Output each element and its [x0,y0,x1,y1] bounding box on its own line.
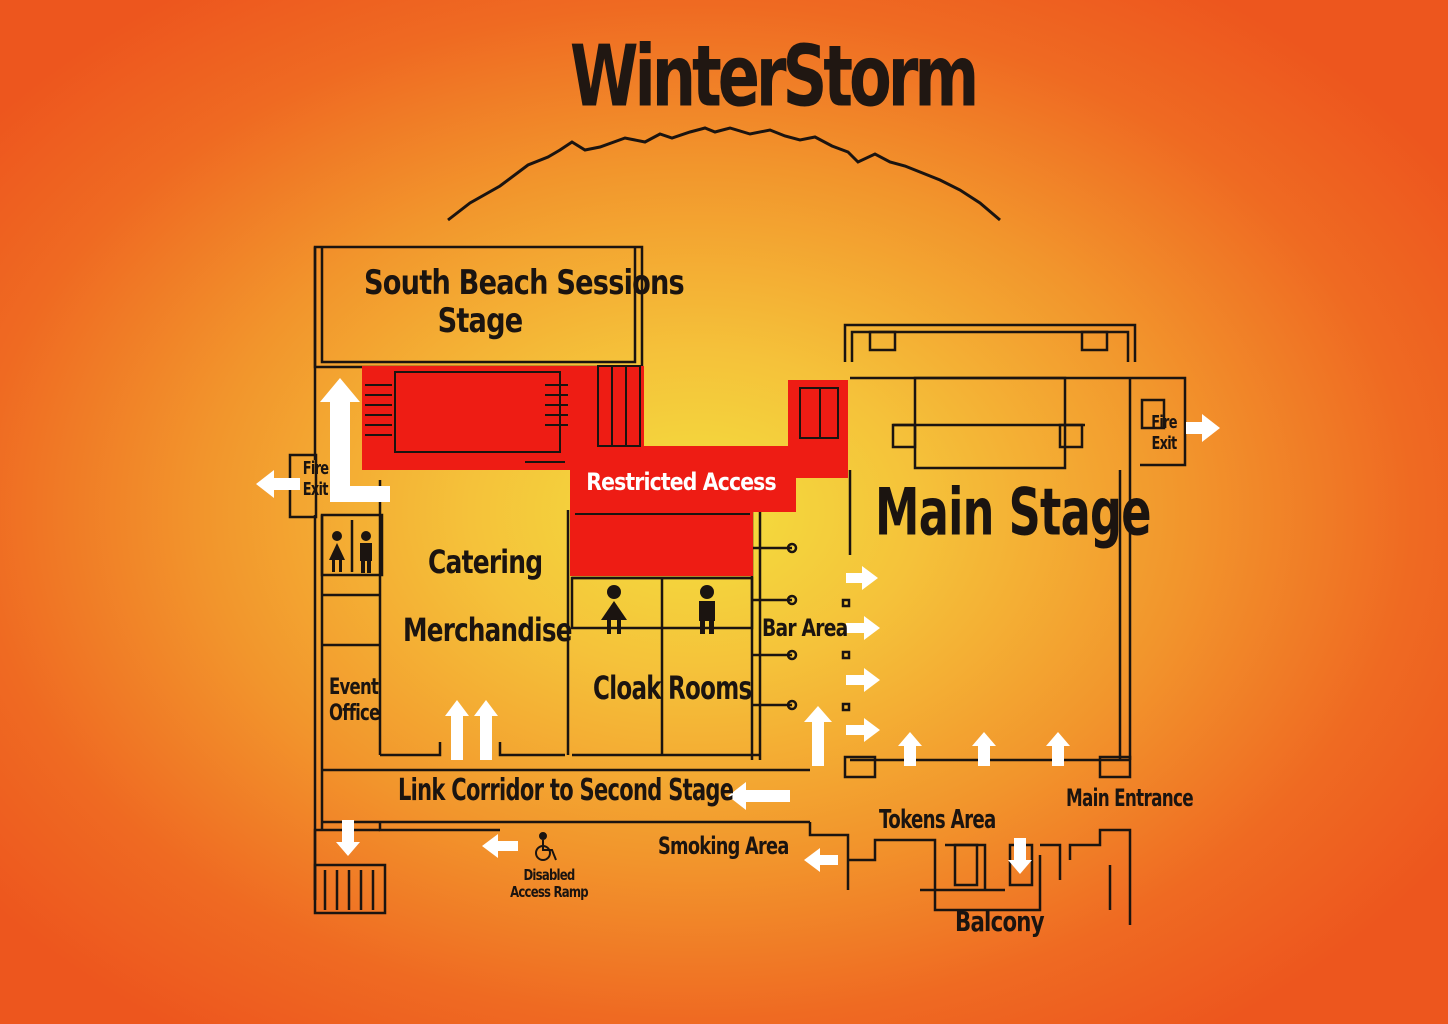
arrow-icon [482,834,518,858]
arrow-icon [1008,838,1032,874]
disabled-access-line2: Access Ramp [510,883,589,901]
main-entrance-label: Main Entrance [1066,784,1194,812]
arrows [256,378,1220,874]
disabled-access-line1: Disabled [523,866,575,884]
wheelchair-icon [535,832,557,861]
toilet-male-icon [360,531,372,573]
toilet-male-icon [699,585,715,634]
event-title: WinterStorm [569,26,979,126]
event-office-line2: Office [329,701,380,726]
tokens-area-label: Tokens Area [879,805,996,835]
south-beach-stage-label: South Beach Sessions Stage [364,263,685,341]
bar-area-label: Bar Area [762,614,848,642]
event-office-line1: Event [329,675,379,700]
arrow-icon [804,706,832,766]
fire-exit-left-line1: Fire [302,458,329,479]
arrow-icon [445,700,469,760]
walls [288,245,1187,925]
balcony-label: Balcony [955,905,1045,938]
mountain-silhouette-icon [447,126,1001,222]
toilet-female-icon [601,585,627,634]
link-corridor-label: Link Corridor to Second Stage [398,773,734,808]
arrow-icon [846,718,880,742]
arrow-icon [804,848,838,872]
restricted-stair-details [365,365,839,515]
arrow-icon [846,668,880,692]
arrow-icon [846,566,878,590]
toilet-female-icon [329,531,345,572]
arrow-icon [474,700,498,760]
fire-exit-right-line1: Fire [1151,412,1177,433]
arrow-icon [1046,732,1070,766]
arrow-icon [1186,414,1220,442]
fire-exit-left-line2: Exit [302,479,329,500]
fire-exit-left-label: Fire Exit [302,458,329,500]
merchandise-label: Merchandise [403,611,572,649]
south-beach-label-line2: Stage [437,301,524,341]
rooms-label: Rooms [668,669,752,707]
arrow-icon [972,732,996,766]
arrow-icon [846,616,880,640]
restricted-access-label: Restricted Access [586,468,776,496]
arrow-icon [898,732,922,766]
arrow-icon [320,378,390,502]
south-beach-label-line1: South Beach Sessions [364,263,685,303]
smoking-area-label: Smoking Area [658,832,789,860]
disabled-access-label: Disabled Access Ramp [508,868,591,900]
arrow-icon [256,470,300,498]
main-stage-label: Main Stage [875,473,1152,551]
fire-exit-right-label: Fire Exit [1151,414,1177,453]
arrow-icon [728,782,790,810]
event-office-label: Event Office [329,675,380,726]
toilet-icons [329,531,715,861]
fire-exit-right-line2: Exit [1151,433,1178,454]
catering-label: Catering [428,543,543,581]
arrow-icon [336,820,360,856]
cloak-label: Cloak [593,669,662,707]
